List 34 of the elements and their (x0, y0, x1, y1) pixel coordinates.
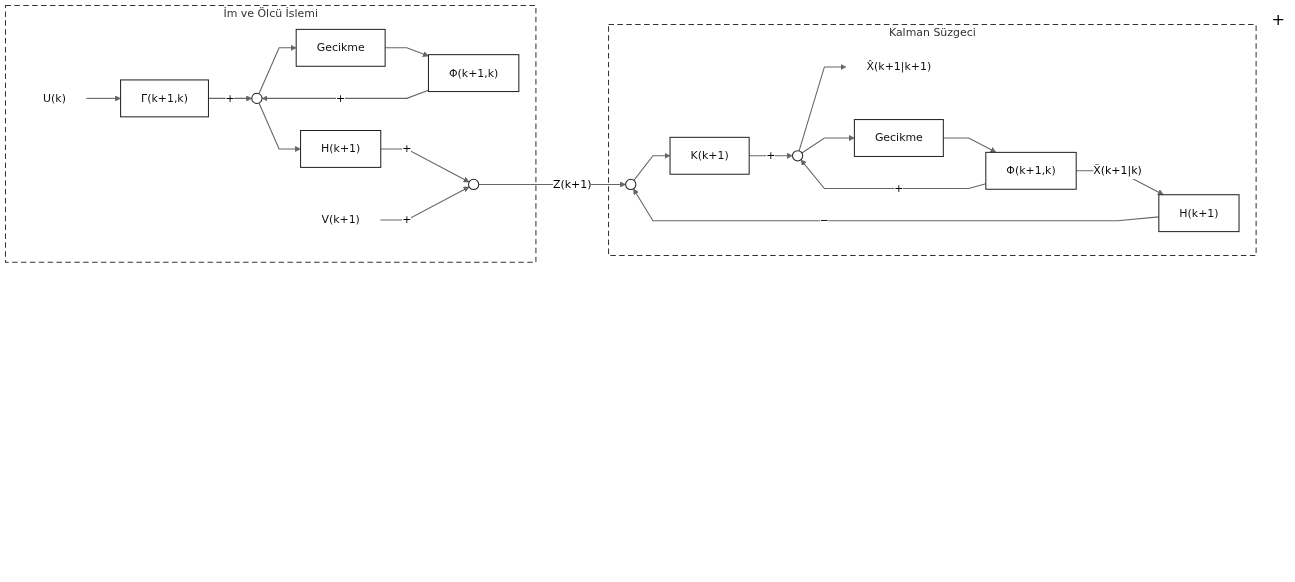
arrow (379, 186, 470, 221)
arrow (258, 102, 301, 152)
node-circle (625, 178, 637, 191)
node-box: H(k+1) (1158, 194, 1240, 233)
edge-label: X̆(k+1|k) (1093, 163, 1142, 177)
arrow (380, 148, 470, 183)
node-box: K(k+1) (669, 136, 750, 175)
node-box: H(k+1) (300, 130, 382, 168)
node-circle (792, 150, 804, 162)
edge-label: + (894, 181, 904, 195)
node-circle (251, 92, 263, 105)
node-box: Γ(k+1,k) (120, 79, 209, 118)
node-circle (468, 178, 480, 191)
edge-label: + (402, 213, 412, 227)
node-text: X̂(k+1|k+1) (866, 60, 932, 74)
note: + (1271, 10, 1285, 29)
edge-label: Z(k+1) (553, 177, 592, 191)
arrow (258, 44, 297, 95)
edge-label: + (336, 91, 346, 105)
node-box: Φ(k+1,k) (427, 54, 520, 93)
edge-label: + (766, 148, 776, 162)
node-box: Φ(k+1,k) (985, 151, 1077, 190)
edge-label: + (402, 142, 412, 156)
node-box: Gecikme (295, 28, 386, 67)
arrow (85, 95, 121, 102)
arrow (798, 63, 847, 152)
arrow (261, 89, 429, 102)
node-box: Gecikme (853, 119, 944, 157)
arrow (633, 152, 671, 181)
node-text: U(k) (43, 91, 66, 105)
arrow (801, 135, 855, 154)
edge-label: − (819, 213, 829, 227)
node-text: V(k+1) (321, 213, 360, 227)
edge-label: + (225, 91, 235, 105)
